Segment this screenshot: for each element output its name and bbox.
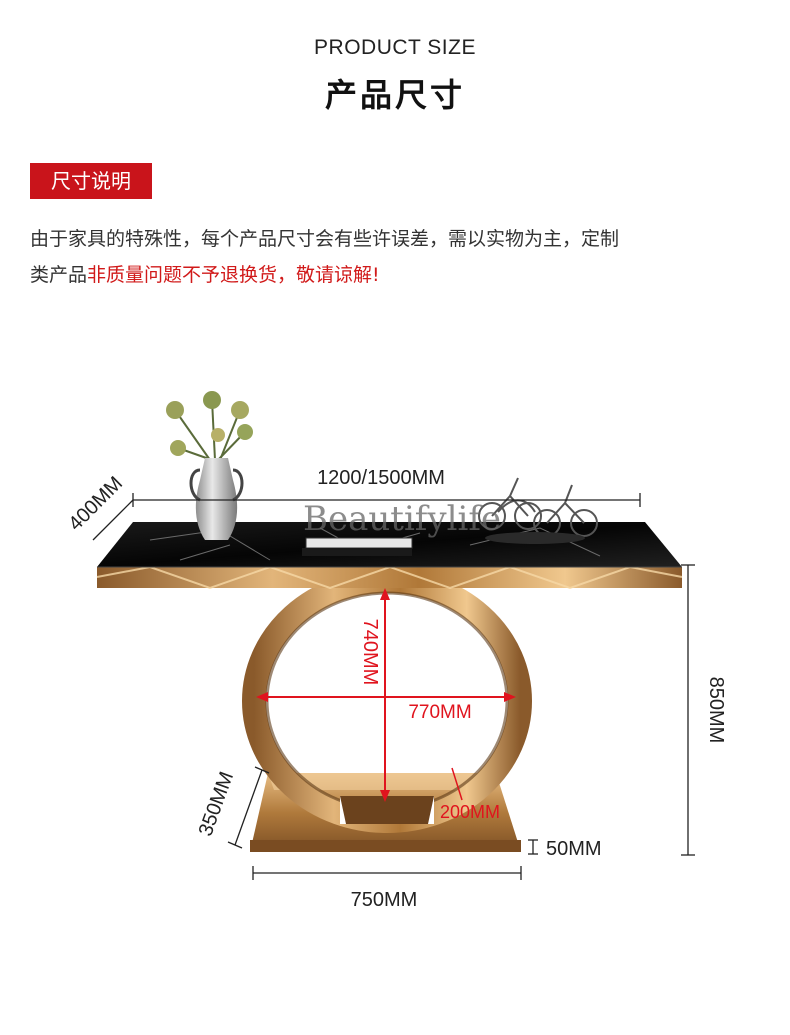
size-note-line-1: 由于家具的特殊性，每个产品尺寸会有些许误差，需以实物为主，定制 (30, 228, 620, 250)
length-label: 1200/1500MM (317, 467, 445, 489)
header-title-en: PRODUCT SIZE (314, 36, 476, 59)
base-height-label: 350MM (195, 769, 238, 839)
dimension-ring-width: 770MM (256, 692, 516, 723)
watermark: Beautifylife (303, 499, 501, 539)
table-apron (96, 565, 683, 590)
section-tag: 尺寸说明 (30, 163, 152, 199)
dimension-ring-thickness: 200MM (440, 767, 500, 822)
header-title-cn: 产品尺寸 (324, 76, 465, 114)
height-label: 850MM (705, 677, 727, 744)
dimension-base-width: 750MM (252, 866, 522, 911)
dimension-plinth: 50MM (528, 838, 602, 860)
size-note-line-2: 类产品非质量问题不予退换货，敬请谅解! (30, 263, 760, 287)
dimension-depth: 400MM (64, 472, 134, 541)
plinth-label: 50MM (546, 838, 602, 860)
books-decor (302, 537, 413, 556)
dimension-ring-height: 740MM (359, 588, 390, 802)
size-note-warning: 非质量问题不予退换货，敬请谅解! (87, 264, 380, 286)
product-dimension-diagram: Beautifylife 1200/1500MM 400MM 850MM 740… (64, 391, 727, 911)
ring-width-label: 770MM (408, 702, 471, 723)
depth-label: 400MM (64, 472, 127, 535)
bicycle-sculpture-decor (478, 477, 598, 544)
dimension-height: 850MM (681, 564, 727, 856)
size-note-prefix: 类产品 (30, 264, 88, 286)
flower-vase-decor (166, 391, 253, 540)
ring-thickness-label: 200MM (440, 802, 500, 822)
ring-height-label: 740MM (359, 619, 381, 686)
base-width-label: 750MM (351, 889, 418, 911)
